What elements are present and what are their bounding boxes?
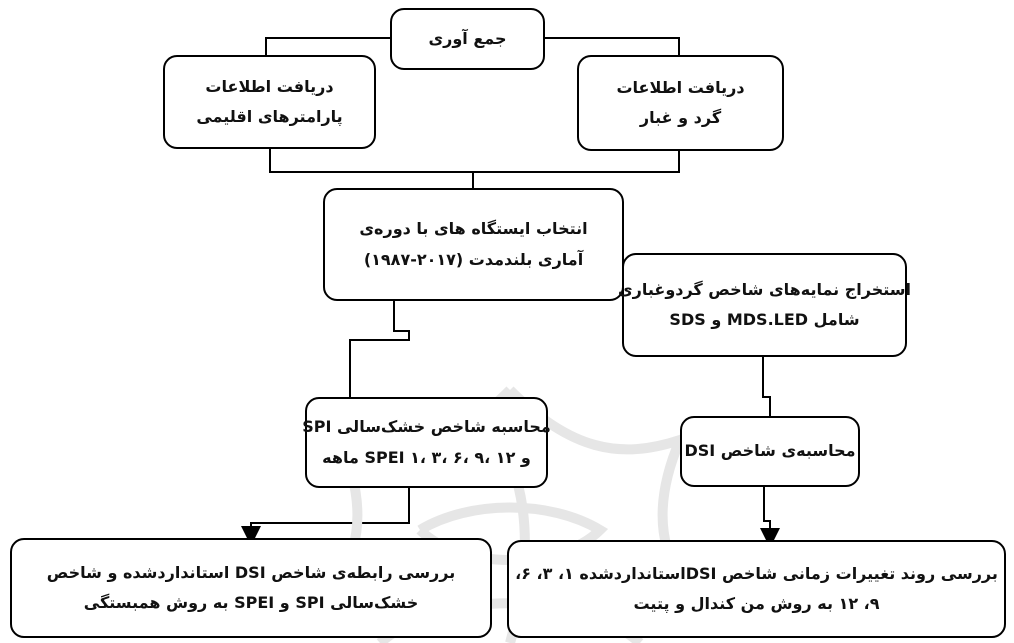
correlation-analysis-node: بررسی رابطه‌ی شاخص DSI استانداردشده و شا… (10, 538, 492, 638)
spi-line-2: و SPEI ۱، ۳، ۶، ۹، ۱۲ ماهه (322, 447, 531, 467)
dust-data-node: دریافت اطلاعات گرد و غبار (577, 55, 784, 151)
connector-collect-to-climate (265, 37, 390, 55)
extract-line-2: شامل MDS.LED و SDS (669, 310, 860, 329)
connector-collect-to-dust (545, 37, 680, 55)
trend-line-2: ۹، ۱۲ به روش من کندال و پتیت (633, 594, 880, 613)
spi-line-1: محاسبه شاخص خشک‌سالی SPI (302, 417, 551, 437)
connector-spi-to-correlation (241, 488, 410, 546)
station-selection-node: انتخاب ایستگاه های با دوره‌ی آماری بلندم… (323, 188, 624, 301)
collect-node: جمع آوری (390, 8, 545, 70)
dsi-line-1: محاسبه‌ی شاخص DSI (684, 441, 856, 461)
correlation-line-2: خشک‌سالی SPI و SPEI به روش همبستگی (83, 593, 419, 612)
connector-extract-to-dsi (762, 357, 771, 416)
dust-line-2: گرد و غبار (639, 108, 722, 127)
connector-climate-to-stations (269, 149, 474, 188)
climate-line-1: دریافت اطلاعات (205, 76, 334, 96)
connector-dsi-to-trend (760, 487, 780, 548)
dust-line-1: دریافت اطلاعات (616, 77, 745, 97)
dsi-calculation-node: محاسبه‌ی شاخص DSI (680, 416, 860, 487)
dust-indices-extraction-node: استخراج نمایه‌های شاخص گردوغباری شامل MD… (618, 253, 911, 357)
trend-analysis-node: بررسی روند تغییرات زمانی شاخص DSIاستاندا… (507, 540, 1006, 638)
stations-line-2: آماری بلندمدت (۲۰۱۷-۱۹۸۷) (363, 249, 584, 269)
stations-line-1: انتخاب ایستگاه های با دوره‌ی (359, 219, 588, 239)
climate-line-2: پارامترهای اقلیمی (196, 107, 343, 126)
climate-params-node: دریافت اطلاعات پارامترهای اقلیمی (163, 55, 376, 149)
trend-line-1: بررسی روند تغییرات زمانی شاخص DSIاستاندا… (515, 563, 998, 583)
connector-stations-to-spi (349, 301, 410, 397)
collect-line-1: جمع آوری (428, 28, 507, 48)
correlation-line-1: بررسی رابطه‌ی شاخص DSI استانداردشده و شا… (46, 562, 456, 582)
drought-index-calculation-node: محاسبه شاخص خشک‌سالی SPI و SPEI ۱، ۳، ۶،… (302, 397, 551, 488)
extract-line-1: استخراج نمایه‌های شاخص گردوغباری (617, 279, 912, 299)
connector-dust-to-stations (473, 151, 680, 173)
